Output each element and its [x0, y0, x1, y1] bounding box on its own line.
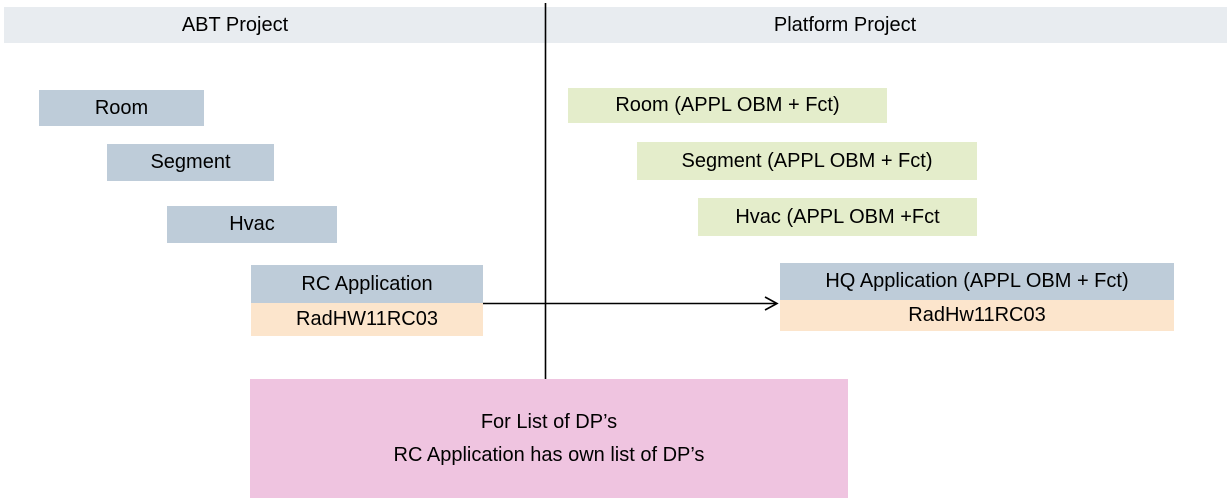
platform-hq-application-box: HQ Application (APPL OBM + Fct) [780, 263, 1174, 300]
platform-room-box: Room (APPL OBM + Fct) [568, 88, 887, 123]
dp-list-note-line2: RC Application has own list of DP’s [393, 443, 705, 466]
abt-rc-application-box: RC Application [251, 265, 483, 303]
dp-list-note-box: For List of DP’s RC Application has own … [250, 379, 848, 498]
dp-list-note-line1: For List of DP’s [480, 410, 618, 433]
header-abt-project: ABT Project [181, 13, 289, 36]
application-mapping-arrow-head [764, 296, 779, 311]
platform-hvac-box: Hvac (APPL OBM +Fct [698, 198, 977, 236]
abt-hvac-box: Hvac [167, 206, 337, 243]
abt-room-box: Room [39, 90, 204, 126]
platform-segment-box: Segment (APPL OBM + Fct) [637, 142, 977, 180]
abt-segment-box: Segment [107, 144, 274, 181]
platform-application-version-box: RadHw11RC03 [780, 300, 1174, 331]
abt-application-version-box: RadHW11RC03 [251, 303, 483, 336]
header-platform-project: Platform Project [773, 13, 917, 36]
header-band [4, 7, 1227, 43]
